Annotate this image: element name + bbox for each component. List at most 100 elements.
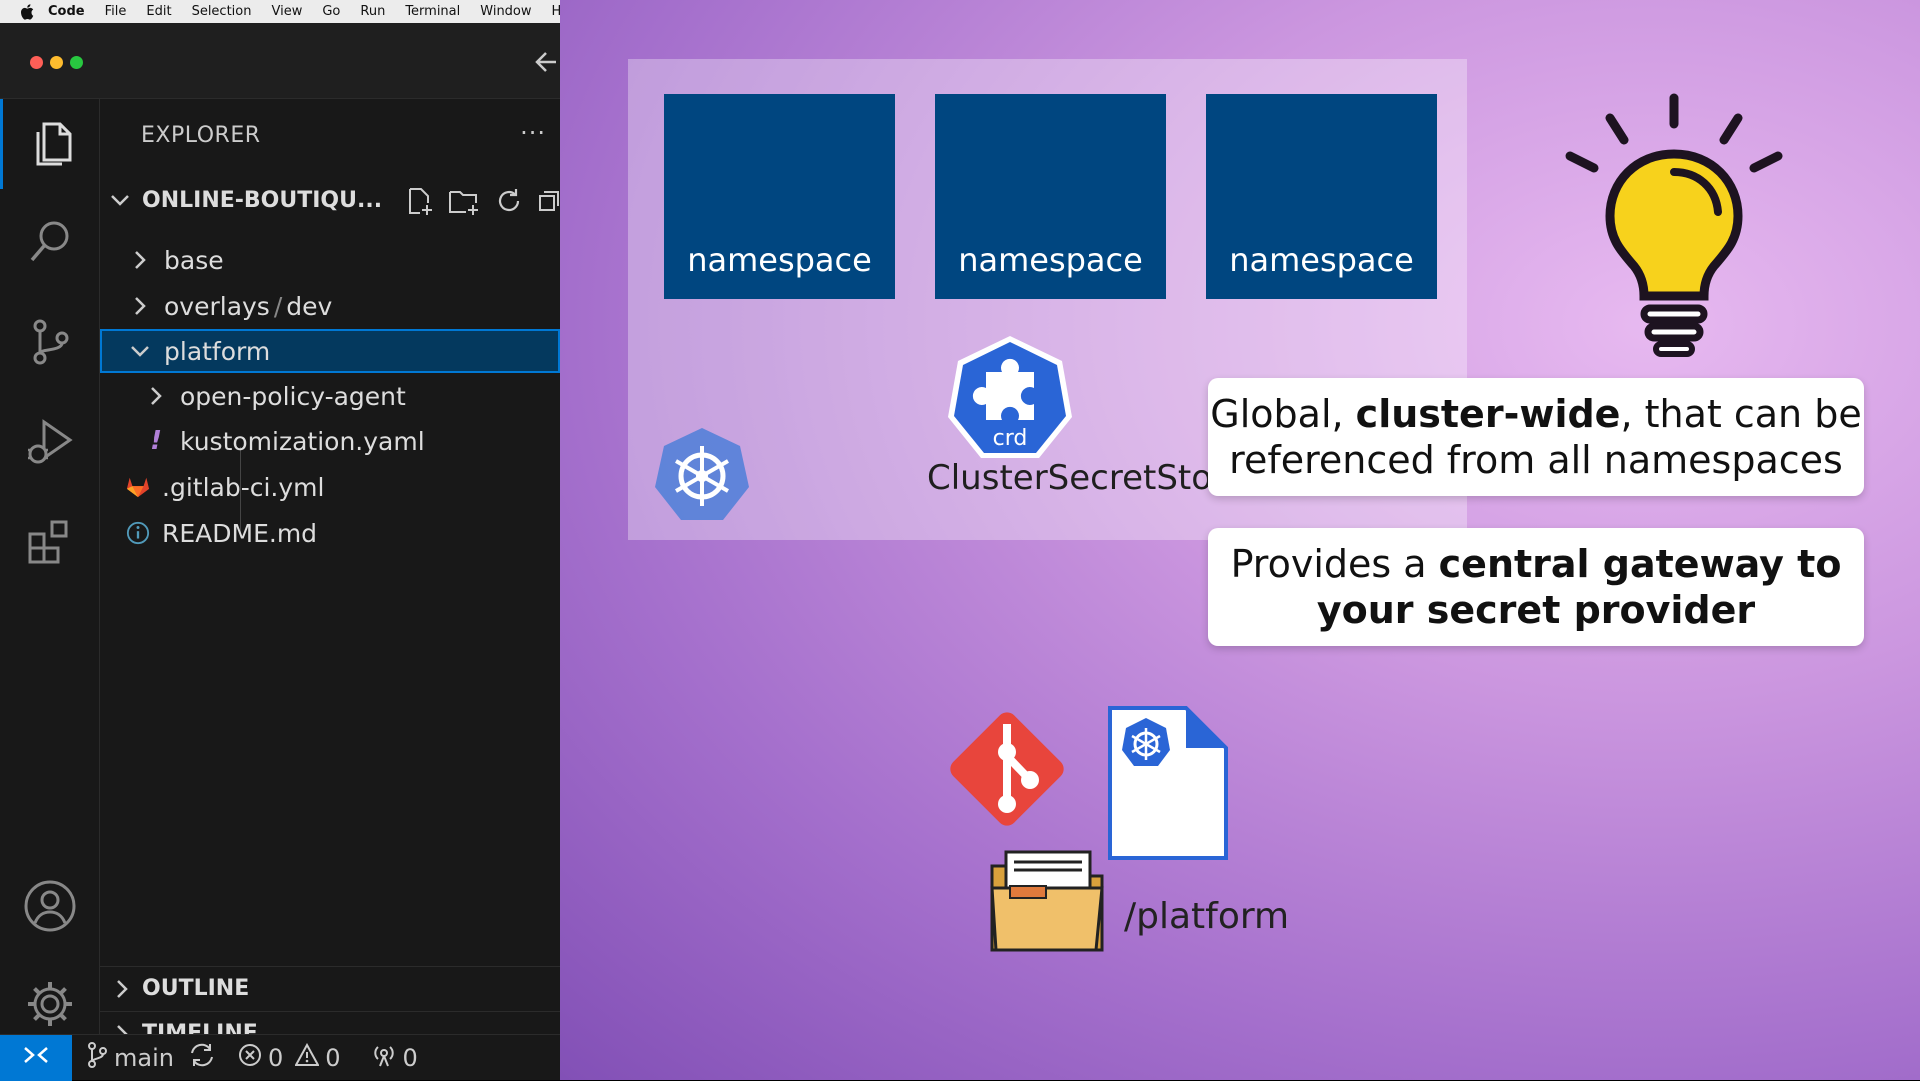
sync-button[interactable] [188, 1042, 216, 1074]
files-icon [28, 116, 76, 172]
callout-global-text: Global, cluster-wide, that can be refere… [1208, 391, 1864, 483]
callout-gateway-text: Provides a central gateway to your secre… [1208, 541, 1864, 633]
menu-terminal[interactable]: Terminal [405, 4, 461, 19]
workspace-folder-name: ONLINE-BOUTIQU... [142, 187, 383, 213]
warning-icon [294, 1042, 320, 1073]
branch-name: main [114, 1043, 174, 1072]
callout-gateway-bold: central gateway to your secret provider [1316, 542, 1842, 632]
warning-count: 0 [325, 1043, 341, 1072]
activity-source-control[interactable] [0, 299, 100, 389]
arrow-left-icon[interactable] [534, 47, 558, 81]
explorer-sidebar: EXPLORER ··· ONLINE-BOUTIQU... base over… [100, 99, 560, 1057]
activity-run-debug[interactable] [0, 399, 100, 489]
cluster-secret-store-label: ClusterSecretStore [927, 458, 1247, 498]
account-icon [23, 879, 77, 937]
menu-run[interactable]: Run [360, 4, 386, 19]
tree-label-readme: README.md [162, 518, 318, 548]
explorer-title: EXPLORER [141, 123, 261, 148]
activity-search[interactable] [0, 199, 100, 289]
tree-folder-overlays-dev[interactable]: overlays / dev [100, 284, 560, 328]
zoom-window-button[interactable] [70, 56, 83, 69]
tree-label-gitlab-ci: .gitlab-ci.yml [162, 472, 325, 502]
menu-window[interactable]: Window [480, 4, 532, 19]
chevron-down-icon [108, 193, 132, 207]
menu-go[interactable]: Go [322, 4, 341, 19]
close-window-button[interactable] [30, 56, 43, 69]
tree-folder-platform[interactable]: platform [100, 329, 560, 373]
run-debug-icon [24, 416, 76, 472]
refresh-icon[interactable] [494, 186, 524, 220]
new-folder-icon[interactable] [448, 186, 480, 220]
activity-extensions[interactable] [0, 499, 100, 589]
chevron-down-icon [128, 344, 152, 358]
menu-selection[interactable]: Selection [191, 4, 252, 19]
new-file-icon[interactable] [404, 186, 434, 220]
kubernetes-manifest-icon [1108, 706, 1228, 864]
menu-edit[interactable]: Edit [146, 4, 172, 19]
menu-file[interactable]: File [104, 4, 127, 19]
indent-guide [240, 447, 241, 535]
tree-folder-open-policy-agent[interactable]: open-policy-agent [100, 374, 560, 418]
workspace-folder-header[interactable]: ONLINE-BOUTIQU... [100, 178, 560, 222]
tree-label-open-policy-agent: open-policy-agent [180, 381, 406, 411]
ports-count: 0 [402, 1043, 418, 1072]
apple-icon[interactable] [20, 3, 34, 20]
outline-section[interactable]: OUTLINE [100, 966, 560, 1010]
crd-label: crd [992, 426, 1028, 451]
activity-manage[interactable] [0, 961, 100, 1051]
gear-icon [23, 977, 77, 1035]
broadcast-icon [371, 1043, 397, 1073]
chevron-right-icon [128, 296, 152, 316]
info-icon [126, 520, 150, 546]
folder-icon [988, 848, 1108, 958]
mac-menubar: Code File Edit Selection View Go Run Ter… [0, 0, 560, 23]
remote-button[interactable] [0, 1034, 72, 1081]
remote-icon [21, 1042, 51, 1074]
callout-global: Global, cluster-wide, that can be refere… [1208, 378, 1864, 496]
error-count: 0 [267, 1043, 284, 1072]
collapse-all-icon[interactable] [538, 186, 560, 220]
callout-gateway-pre: Provides a [1230, 542, 1439, 586]
problems-status[interactable]: 0 0 [238, 1042, 341, 1073]
tree-label-base: base [164, 245, 224, 275]
outline-label: OUTLINE [142, 976, 250, 1001]
menu-help[interactable]: He [551, 4, 560, 19]
presentation-slide: namespace namespace namespace [560, 0, 1920, 1080]
branch-status[interactable]: main [86, 1041, 174, 1075]
menu-app-code[interactable]: Code [48, 4, 85, 19]
more-actions-button[interactable]: ··· [520, 119, 546, 147]
menu-view[interactable]: View [271, 4, 303, 19]
activity-accounts[interactable] [0, 863, 100, 953]
branch-icon [86, 1041, 108, 1075]
callout-gateway: Provides a central gateway to your secre… [1208, 528, 1864, 646]
vscode-window: EXPLORER ··· ONLINE-BOUTIQU... base over… [0, 23, 560, 1080]
yaml-file-icon: ! [150, 426, 162, 456]
callout-global-pre: Global, [1210, 392, 1356, 436]
tree-file-kustomization[interactable]: ! kustomization.yaml [100, 419, 560, 463]
tree-file-gitlab-ci[interactable]: .gitlab-ci.yml [100, 465, 560, 509]
source-control-icon [26, 316, 74, 372]
tree-label-kustomization: kustomization.yaml [180, 426, 425, 456]
crd-puzzle-icon [946, 334, 1074, 466]
cluster-panel: namespace namespace namespace [628, 59, 1467, 540]
git-icon [942, 704, 1072, 838]
lightbulb-icon [1550, 88, 1790, 362]
path-separator: / [273, 291, 283, 321]
folder-actions [404, 186, 560, 220]
chevron-right-icon [110, 979, 134, 999]
callout-global-bold: cluster-wide [1355, 392, 1621, 436]
sync-icon [188, 1042, 216, 1074]
status-bar: main 0 0 0 [0, 1034, 560, 1081]
namespace-box: namespace [935, 94, 1166, 299]
minimize-window-button[interactable] [50, 56, 63, 69]
activity-explorer[interactable] [0, 99, 100, 189]
callout-global-post: , that can be referenced from all namesp… [1229, 392, 1862, 482]
kubernetes-icon [652, 424, 752, 528]
namespace-box: namespace [664, 94, 895, 299]
error-icon [238, 1043, 262, 1073]
tree-file-readme[interactable]: README.md [100, 511, 560, 555]
tree-folder-base[interactable]: base [100, 238, 560, 282]
extensions-icon [24, 516, 76, 572]
ports-status[interactable]: 0 [371, 1043, 418, 1073]
platform-path-label: /platform [1124, 896, 1290, 937]
